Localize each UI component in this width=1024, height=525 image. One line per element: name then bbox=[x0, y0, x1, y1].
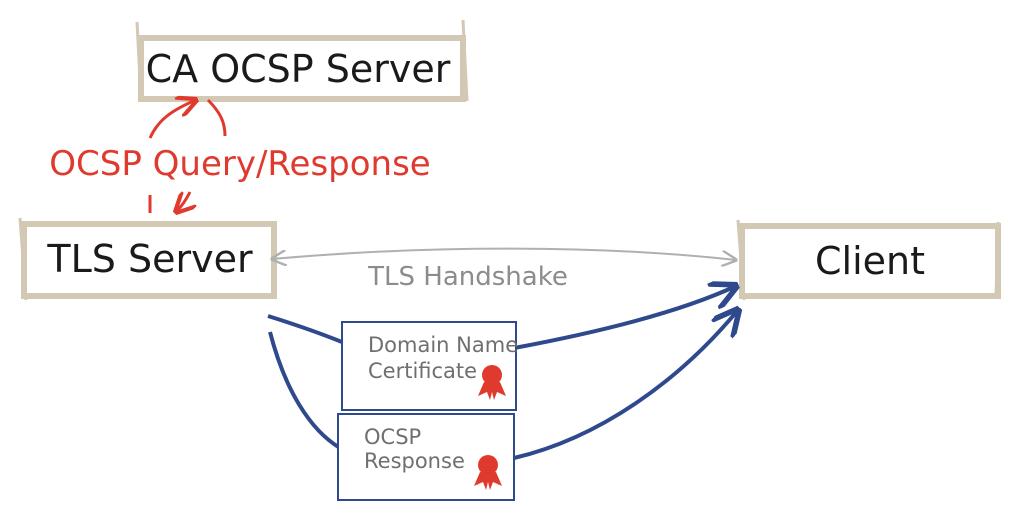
tls-handshake-label: TLS Handshake bbox=[367, 262, 568, 292]
tls-server-label: TLS Server bbox=[46, 237, 253, 281]
certificate-title-line-1: Domain Name bbox=[368, 333, 518, 357]
ca-ocsp-server-label: CA OCSP Server bbox=[146, 47, 451, 91]
client-label: Client bbox=[815, 239, 925, 283]
certificate-flow bbox=[267, 286, 736, 350]
ocsp-query-response-label: OCSP Query/Response bbox=[49, 144, 430, 184]
certificate-title-line-2: Certificate bbox=[368, 359, 477, 383]
client-node: Client bbox=[736, 219, 1001, 301]
tls-server-node: TLS Server bbox=[18, 217, 277, 301]
certificate-seal-icon bbox=[478, 365, 506, 400]
ocsp-query-arrows bbox=[148, 100, 227, 213]
ocsp-response-title-line-2: Response bbox=[364, 449, 465, 473]
ocsp-response-flow bbox=[268, 310, 738, 460]
ocsp-response-title-line-1: OCSP bbox=[364, 425, 421, 449]
ocsp-response-document: OCSP Response bbox=[337, 413, 515, 501]
ca-ocsp-server-node: CA OCSP Server bbox=[135, 19, 469, 102]
tls-handshake-arrow bbox=[272, 247, 736, 260]
ocsp-response-seal-icon bbox=[474, 455, 502, 490]
certificate-document: Domain Name Certificate bbox=[341, 321, 518, 411]
